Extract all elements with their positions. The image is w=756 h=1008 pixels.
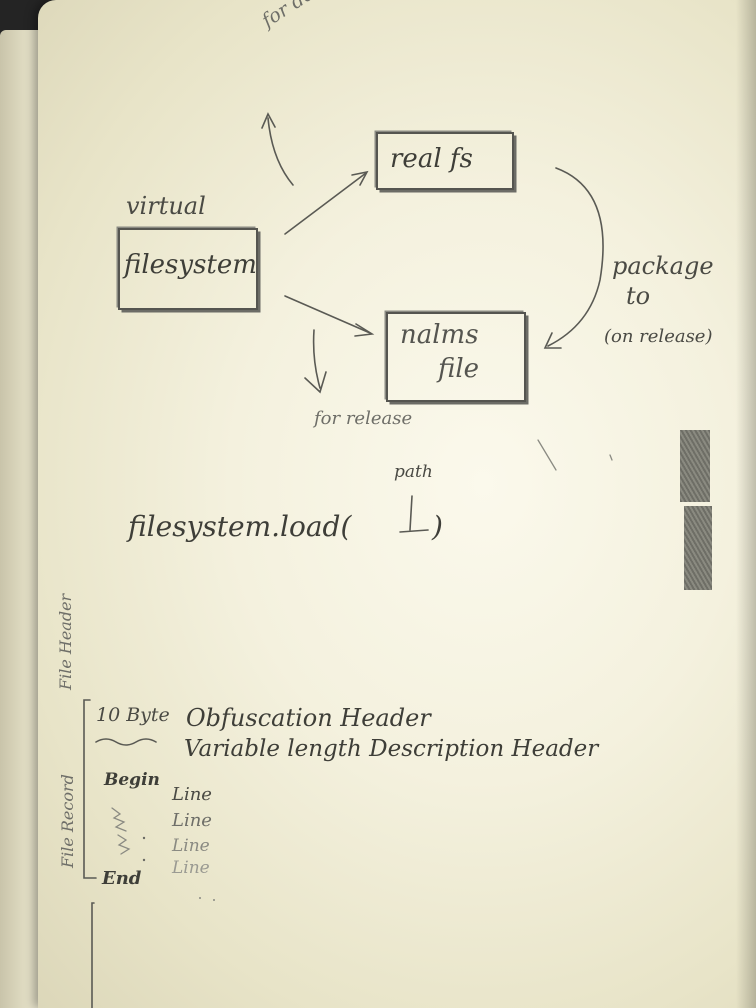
notebook-page — [38, 0, 756, 1008]
package-label: package — [612, 252, 714, 280]
nalums-box-line1: nalms — [400, 320, 479, 350]
virtual-label: virtual — [126, 192, 206, 220]
row2-text: Variable length Description Header — [184, 736, 599, 762]
arrow-for-release — [312, 329, 321, 389]
nalums-file-box: nalms file — [386, 312, 526, 402]
shaded-block-bottom — [684, 506, 712, 590]
page-shadow — [736, 0, 756, 1008]
package-arrow — [547, 167, 604, 347]
load-call: filesystem.load( — [128, 510, 352, 543]
shaded-block-top — [680, 430, 710, 502]
path-label: path — [394, 462, 433, 482]
real-fs-box: real fs — [376, 132, 514, 190]
file-header-side-label: File Header — [56, 593, 75, 690]
end-label: End — [102, 868, 142, 889]
arrow-to-nalums-file — [284, 295, 371, 334]
arrow-to-development — [267, 117, 294, 186]
for-release-label: for release — [314, 408, 413, 429]
on-release-label: (on release) — [604, 326, 713, 347]
arrow-to-real-fs — [284, 172, 367, 235]
row1-text: Obfuscation Header — [186, 704, 431, 732]
record-bracket — [83, 699, 97, 879]
line-item-4: Line — [172, 858, 210, 878]
real-fs-box-label: real fs — [390, 144, 473, 174]
row1-prefix: 10 Byte — [96, 704, 170, 726]
package-to-label: to — [626, 282, 651, 310]
filesystem-box-label: filesystem — [124, 250, 257, 280]
line-item-2: Line — [172, 810, 212, 831]
nalums-box-line2: file — [438, 354, 480, 384]
load-call-close: ) — [432, 510, 443, 543]
line-item-1: Line — [172, 784, 212, 805]
filesystem-box: filesystem — [118, 228, 258, 310]
file-record-side-label: File Record — [58, 774, 77, 868]
begin-label: Begin — [104, 770, 160, 790]
line-item-3: Line — [172, 836, 210, 856]
